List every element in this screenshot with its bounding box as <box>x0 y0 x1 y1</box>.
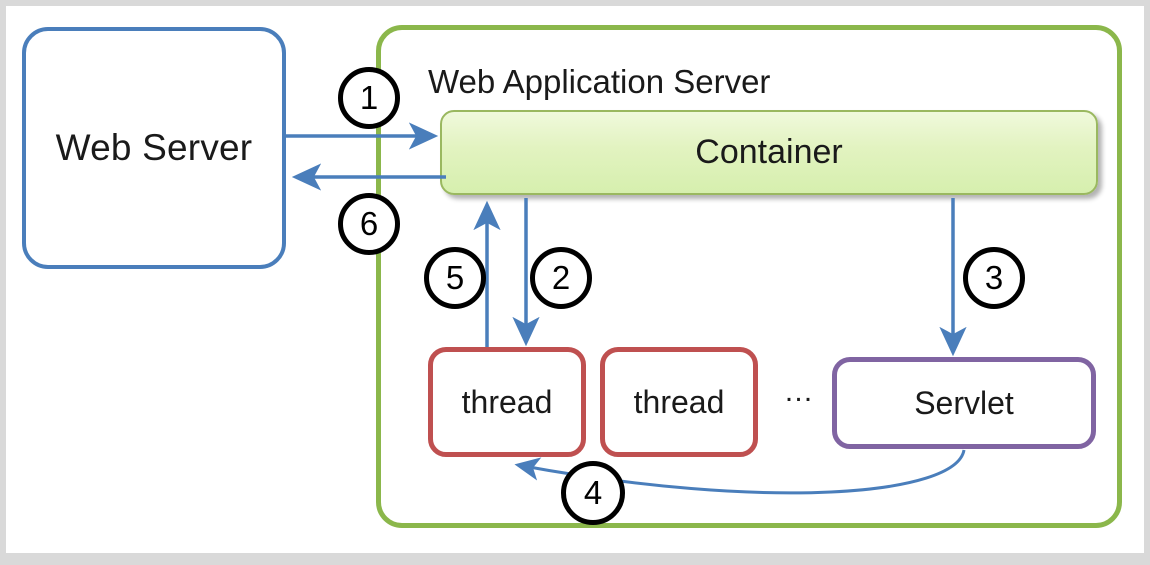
container-box: Container <box>440 110 1098 195</box>
thread-label-2: thread <box>633 383 725 420</box>
step-badge-3: 3 <box>963 247 1025 309</box>
web-application-server-frame <box>376 25 1122 528</box>
thread-box-1: thread <box>428 347 586 457</box>
web-server-box: Web Server <box>22 27 286 269</box>
container-label: Container <box>695 133 843 171</box>
servlet-label: Servlet <box>914 384 1014 421</box>
step-badge-2: 2 <box>530 247 592 309</box>
web-application-server-title: Web Application Server <box>428 63 771 100</box>
ellipsis-label: … <box>783 375 815 408</box>
step-badge-4: 4 <box>561 461 625 525</box>
diagram-canvas: Web Application Server Web Server Contai… <box>6 6 1144 553</box>
thread-label-1: thread <box>461 383 553 420</box>
step-badge-6: 6 <box>338 193 400 255</box>
servlet-box: Servlet <box>832 357 1096 449</box>
step-badge-5: 5 <box>424 247 486 309</box>
web-server-label: Web Server <box>55 127 253 168</box>
thread-box-2: thread <box>600 347 758 457</box>
step-badge-1: 1 <box>338 67 400 129</box>
